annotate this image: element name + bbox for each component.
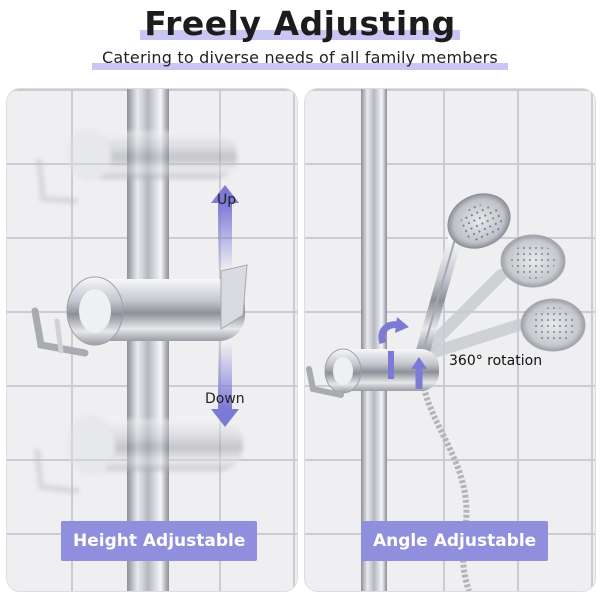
- ghost-shower-head-lower: [419, 298, 586, 361]
- height-adjust-illustration: [31, 89, 248, 591]
- page-subtitle-text: Catering to diverse needs of all family …: [102, 48, 498, 67]
- angle-adjust-panel: 360° rotation Angle Adjustable: [304, 88, 596, 592]
- down-arrow-icon: [211, 343, 239, 427]
- subtitle-wrap: Catering to diverse needs of all family …: [0, 48, 600, 70]
- up-arrow-icon: [211, 185, 239, 271]
- height-adjustable-label: Height Adjustable: [61, 521, 258, 561]
- ghost-shower-head-middle: [419, 234, 566, 357]
- main-holder: [31, 264, 248, 357]
- page-title-text: Freely Adjusting: [144, 4, 456, 43]
- ghost-holder-top: [36, 129, 237, 204]
- height-adjust-panel: Up Down Height Adjustable: [6, 88, 298, 592]
- holder-bracket: [306, 348, 439, 398]
- page-subtitle: Catering to diverse needs of all family …: [92, 48, 508, 70]
- angle-adjustable-label: Angle Adjustable: [361, 521, 549, 561]
- shower-head: [416, 193, 511, 358]
- angle-adjust-illustration: [306, 89, 586, 591]
- ghost-holder-bottom: [34, 415, 243, 494]
- page-title: Freely Adjusting: [140, 4, 460, 43]
- up-text: Up: [217, 192, 237, 208]
- down-text: Down: [205, 391, 245, 407]
- title-wrap: Freely Adjusting: [0, 4, 600, 43]
- rotation-text: 360° rotation: [449, 353, 543, 369]
- rotation-arrow-icon: [378, 317, 427, 389]
